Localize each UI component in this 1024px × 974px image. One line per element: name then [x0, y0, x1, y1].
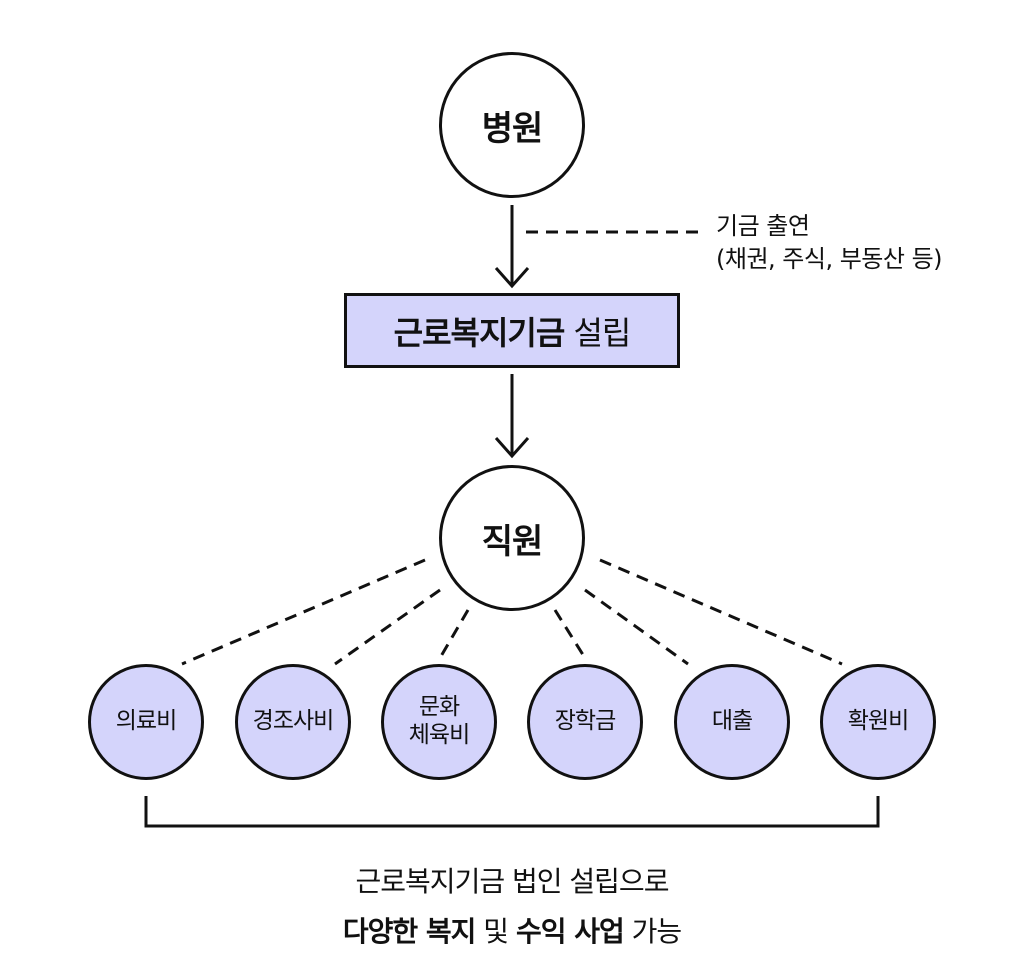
benefit-node: 장학금: [527, 664, 643, 780]
hospital-node: 병원: [439, 52, 585, 198]
benefit-label-line2: 체육비: [408, 722, 470, 748]
benefit-label: 경조사비: [252, 708, 335, 735]
benefit-label: 문화: [418, 694, 460, 721]
caption-possible: 가능: [623, 915, 683, 948]
benefit-label: 대출: [711, 708, 753, 735]
benefit-label: 장학금: [554, 708, 616, 735]
dashed-line-benefit-1: [181, 558, 426, 666]
benefit-node: 대출: [674, 664, 790, 780]
fund-establishment-box: 근로복지기금 설립: [344, 293, 680, 368]
fund-box-text: 근로복지기금 설립: [393, 308, 632, 354]
dashed-line-benefit-5: [584, 588, 689, 666]
donation-note-line1: 기금 출연: [716, 212, 810, 240]
caption-bold-welfare: 다양한 복지: [342, 915, 477, 948]
donation-note-line2: (채권, 주식, 부동산 등): [716, 245, 943, 273]
arrowhead-1: [494, 267, 530, 289]
dashed-line-benefit-6: [599, 558, 843, 666]
caption-bold-business: 수익 사업: [515, 915, 625, 948]
grouping-bracket: [144, 796, 880, 828]
benefit-label: 확원비: [847, 708, 909, 735]
benefit-node: 확원비: [820, 664, 936, 780]
benefit-node: 의료비: [88, 664, 204, 780]
benefit-node: 경조사비: [235, 664, 351, 780]
employee-node: 직원: [439, 465, 585, 611]
donation-note: 기금 출연 (채권, 주식, 부동산 등): [716, 210, 943, 276]
fund-box-bold: 근로복지기금: [393, 313, 566, 352]
caption-line1: 근로복지기금 법인 설립으로: [355, 865, 670, 898]
hospital-label: 병원: [481, 108, 544, 149]
employee-label: 직원: [481, 521, 544, 562]
arrowhead-2: [494, 437, 530, 459]
dashed-line-benefit-2: [334, 588, 441, 666]
fund-box-normal: 설립: [564, 313, 631, 352]
caption-line2: 다양한 복지 및 수익 사업 가능: [0, 910, 1024, 950]
benefit-label: 의료비: [115, 708, 177, 735]
dashed-line-benefit-3: [438, 609, 470, 659]
caption-and: 및: [475, 915, 516, 948]
dashed-line-benefit-4: [553, 609, 587, 659]
